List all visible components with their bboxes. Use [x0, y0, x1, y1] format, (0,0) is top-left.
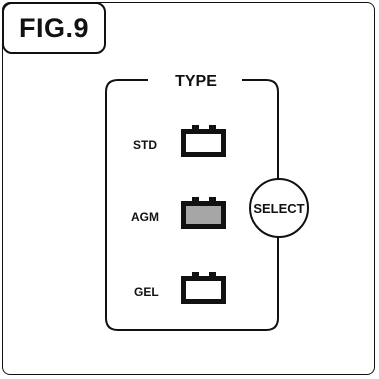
option-row-std: STD — [133, 125, 226, 157]
option-label-agm: AGM — [131, 210, 159, 224]
figure-label: FIG.9 — [2, 2, 106, 54]
battery-icon — [181, 125, 226, 157]
type-group-bracket — [105, 79, 279, 331]
option-label-std: STD — [133, 138, 157, 152]
option-row-agm: AGM — [131, 197, 226, 229]
panel-border — [2, 2, 375, 375]
battery-icon — [181, 197, 226, 229]
type-group-title: TYPE — [175, 73, 217, 90]
select-button-label: SELECT — [253, 201, 304, 216]
option-label-gel: GEL — [134, 285, 159, 299]
option-row-gel: GEL — [134, 272, 226, 304]
select-button[interactable]: SELECT — [249, 178, 309, 238]
battery-icon — [181, 272, 226, 304]
